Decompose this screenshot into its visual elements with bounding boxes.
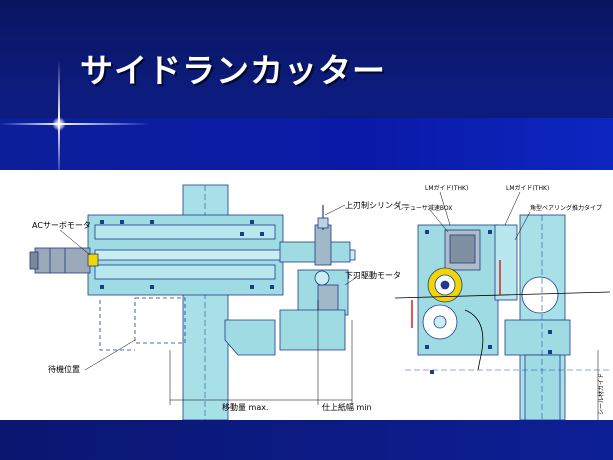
lens-flare-center [52,117,66,131]
diagram-area: ACサーボモータ 上刃制シリンダー 下刃駆動モータ 待機位置 移動量 max. … [0,170,613,421]
side-view [394,191,611,421]
coupling [87,253,99,267]
label-upper-blade-cylinder: 上刃制シリンダー [345,200,409,210]
cutter-diagram: ACサーボモータ 上刃制シリンダー 下刃駆動モータ 待機位置 移動量 max. … [29,184,611,421]
label-finish-width-min: 仕上紙幅 min [322,402,372,412]
ac-servo-motor [34,247,91,274]
label-lower-blade-motor: 下刃駆動モータ [345,271,401,280]
label-ac-servo-motor: ACサーボモータ [32,221,91,230]
paper-roller [521,276,559,314]
label-lm-guide-left: LMガイド(THK) [425,184,468,192]
label-travel-max: 移動量 max. [222,402,269,412]
footer-band [0,420,613,460]
label-side-note: シール材ガイド [597,373,605,415]
label-lm-guide-right: LMガイド(THK) [506,184,549,192]
front-view [29,184,361,421]
lens-flare-horizontal [0,123,150,125]
slide-title: サイドランカッター [80,51,386,90]
label-cylinder-type: 角型ベアリング推力タイプ [530,204,602,212]
upper-blade-cylinder [314,224,332,266]
label-standby-position: 待機位置 [48,364,80,374]
label-gear-box: レデューサ減速BOX [398,204,452,212]
header-band [0,118,613,170]
